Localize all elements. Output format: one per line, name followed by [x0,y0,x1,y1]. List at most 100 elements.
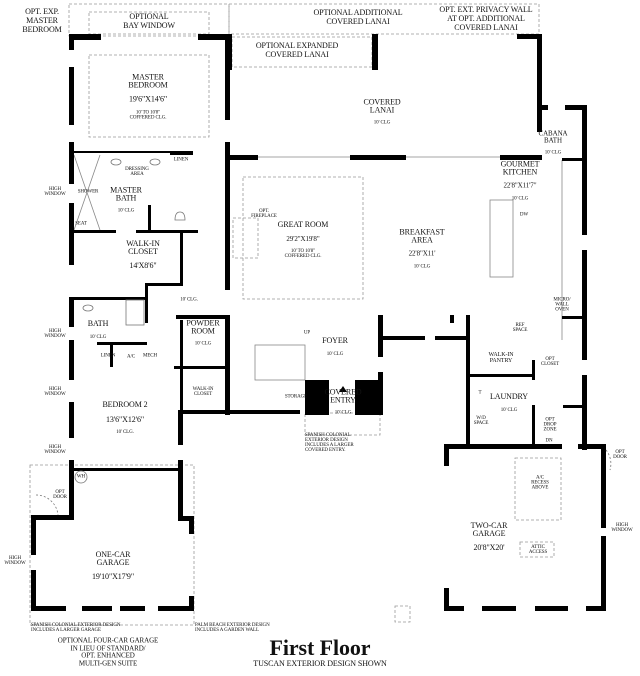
room-dims: 19'6"X14'6" [128,94,168,104]
label-stairs-up: UP [303,330,311,336]
plan-title: First Floor [269,635,371,660]
room-dims: 22'8"X11'7" [503,181,537,190]
room-ceiling: 10' TO 10'8" COFFERED CLG. [284,249,322,260]
room-powder-room: POWDER ROOM 10' CLG [186,312,219,353]
label-high-window: HIGH WINDOW [4,556,26,566]
room-ceiling: 10' CLG [117,208,135,214]
room-dims: 13'6"X12'6" [105,414,145,424]
room-master-bath: MASTER BATH 10' CLG [110,179,142,220]
room-cabana-bath: CABANA BATH 10' CLG [539,123,568,162]
label-wd-space: W/D SPACE [473,416,489,426]
room-ceiling: 10' TO 10'8" COFFERED CLG. [129,110,167,121]
room-ceiling: 10' CLG [334,410,352,416]
room-great-room: GREAT ROOM 29'2"X19'8" 10' TO 10'8" COFF… [278,214,329,266]
label-opt-door: OPT DOOR [613,450,627,460]
plan-subtitle: TUSCAN EXTERIOR DESIGN SHOWN [253,659,387,668]
room-walk-in-pantry: WALK-IN PANTRY [489,345,514,371]
label-opt-closet: OPT CLOSET [540,357,560,367]
room-name: WALK-IN PANTRY [488,352,514,364]
room-name: CABANA BATH [538,129,568,144]
room-bath: BATH 10' CLG [88,313,109,347]
label-opt-exp-master: OPT. EXP. MASTER BEDROOM [22,6,62,34]
note-spanish-garage: SPANISH COLONIAL EXTERIOR DESIGN INCLUDE… [31,623,121,633]
room-name: FOYER [322,336,348,346]
room-name: BATH [87,319,109,329]
room-name: WALK-IN CLOSET [126,239,160,256]
thin-walls [73,154,563,381]
label-seat: SEAT [75,221,87,227]
room-gourmet-kitchen: GOURMET KITCHEN 22'8"X11'7" 10' CLG [501,154,540,209]
label-high-window: HIGH WINDOW [44,329,66,339]
label-mech: MECH [142,353,158,359]
label-attic-access: ATTIC ACCESS [528,545,548,555]
label-ac-recess: A/C RECESS ABOVE [531,475,549,491]
label-expanded-lanai: OPTIONAL EXPANDED COVERED LANAI [255,41,339,59]
label-linen-2: LINEN [100,353,116,359]
room-name: TWO-CAR GARAGE [470,521,508,538]
room-ceiling: 10' CLG. [116,430,134,436]
room-dims: 22'8"X11' [408,249,436,258]
room-master-bedroom: MASTER BEDROOM 19'6"X14'6" 10' TO 10'8" … [128,67,167,128]
label-ac: A/C [126,354,136,360]
label-high-window: HIGH WINDOW [44,445,66,455]
label-bay-window: OPTIONAL BAY WINDOW [123,12,175,30]
label-additional-lanai: OPTIONAL ADDITIONAL COVERED LANAI [313,8,403,26]
room-laundry: LAUNDRY 10' CLG [490,386,528,420]
note-spanish-entry: SPANISH COLONIAL EXTERIOR DESIGN INCLUDE… [305,433,354,453]
label-stairs-down: DN [545,438,553,444]
room-ceiling: 10' CLG [89,334,107,340]
label-privacy-wall: OPT. EXT. PRIVACY WALL AT OPT. ADDITIONA… [439,4,533,32]
label-walk-in-closet-2: WALK-IN CLOSET [192,387,214,397]
note-palm-beach: PALM BEACH EXTERIOR DESIGN INCLUDES A GA… [195,623,270,633]
room-walk-in-closet: WALK-IN CLOSET 14'X8'6" [126,233,160,277]
label-high-window: HIGH WINDOW [44,387,66,397]
room-name: GREAT ROOM [277,219,329,229]
label-storage: STORAGE [284,394,308,400]
room-ceiling: 10' CLG [511,196,529,202]
room-name: LAUNDRY [490,392,528,402]
label-ref-space: REF SPACE [512,323,528,333]
label-water-heater: WH [76,474,86,480]
room-bedroom-2: BEDROOM 2 13'6"X12'6" 10' CLG. [102,394,147,442]
label-hall-ceiling: 10' CLG. [180,297,198,303]
room-dims: 20'8"X20' [473,543,505,553]
label-micro-wall-oven: MICRO/ WALL OVEN [553,297,571,313]
room-one-car-garage: ONE-CAR GARAGE 19'10"X17'9" [92,544,134,588]
room-foyer: FOYER 10' CLG [322,330,348,364]
room-dims: 29'2"X19'8" [286,234,320,243]
label-four-car-garage: OPTIONAL FOUR-CAR GARAGE IN LIEU OF STAN… [57,636,159,668]
room-dims: 19'10"X17'9" [92,572,134,582]
room-covered-lanai: COVERED LANAI 10' CLG [363,91,400,132]
label-opt-fireplace: OPT. FIREPLACE [251,209,277,219]
room-name: MASTER BATH [110,185,142,202]
room-name: GOURMET KITCHEN [500,159,540,177]
room-name: BEDROOM 2 [102,399,148,409]
label-shower: SHOWER [77,189,99,195]
room-ceiling: 10' CLG [413,264,431,270]
room-ceiling: 10' CLG [500,407,518,413]
room-name: MASTER BEDROOM [128,72,168,90]
label-dressing-area: DRESSING AREA [125,167,149,177]
room-two-car-garage: TWO-CAR GARAGE 20'8"X20' [471,515,508,559]
label-high-window: HIGH WINDOW [611,523,633,533]
room-covered-entry: COVERED ENTRY 10' CLG [324,381,361,422]
room-name: ONE-CAR GARAGE [95,550,131,567]
room-name: POWDER ROOM [186,318,220,335]
walls [31,34,606,611]
room-ceiling: 10' CLG [326,351,344,357]
room-dims: 14'X8'6" [129,261,157,271]
room-breakfast-area: BREAKFAST AREA 22'8"X11' 10' CLG [399,222,444,277]
room-name: COVERED LANAI [363,97,401,114]
room-ceiling: 10' CLG [194,341,212,347]
label-high-window: HIGH WINDOW [44,187,66,197]
label-tub: T [478,390,482,396]
label-dishwasher: DW [519,212,529,218]
label-opt-door: OPT DOOR [53,490,67,500]
label-linen: LINEN [173,157,189,163]
room-name: BREAKFAST AREA [399,227,445,245]
room-ceiling: 10' CLG [373,120,391,126]
room-name: COVERED ENTRY [324,387,362,404]
entry-arrow-icon [339,386,347,392]
